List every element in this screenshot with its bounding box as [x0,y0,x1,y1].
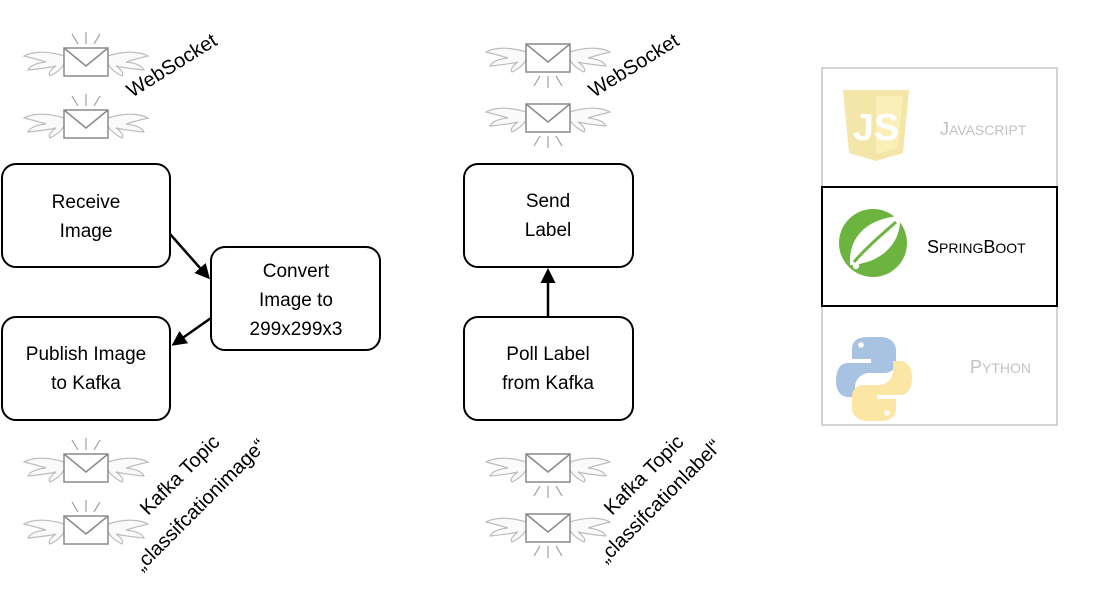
tech-item-python: PYTHON [836,337,1031,421]
tech-item-javascript: JS JAVASCRIPT [843,90,1027,161]
springboot-label: SPRINGBOOT [927,237,1026,257]
arrow-convert-to-publish [171,316,212,346]
envelope-wings-icon [23,93,149,139]
tech-item-springboot: SPRINGBOOT [821,186,1058,307]
poll-label-line1: Poll Label [506,344,589,365]
receive-image-line2: Image [60,221,113,242]
convert-image-line2: Image to [259,290,333,311]
receive-image-box: Receive Image [1,163,171,268]
middle-websocket-envelopes: WebSocket [485,29,683,149]
receive-image-line1: Receive [52,192,121,213]
poll-label-box: Poll Label from Kafka [463,316,634,421]
convert-image-box: Convert Image to 299x299x3 [210,246,381,351]
convert-image-line3: 299x299x3 [250,319,343,340]
publish-image-line2: to Kafka [51,373,121,394]
send-label-line1: Send [526,191,570,212]
envelope-wings-icon [485,513,611,559]
tech-stack-panel: JS JAVASCRIPT SPRINGBOOT PYTHON [821,67,1058,426]
javascript-label: JAVASCRIPT [940,119,1027,139]
envelope-wings-icon [485,103,611,149]
left-websocket-envelopes: WebSocket [23,29,221,139]
envelope-wings-icon [23,31,149,77]
left-kafka-envelopes: Kafka Topic „classifcationimage“ [23,431,271,576]
publish-image-line1: Publish Image [26,344,146,365]
send-label-box: Send Label [463,163,634,268]
envelope-wings-icon [23,437,149,483]
middle-kafka-envelopes: Kafka Topic „classifcationlabel“ [485,431,726,568]
python-logo-icon [836,337,912,421]
spring-leaf-icon [839,209,907,277]
python-label: PYTHON [970,357,1031,377]
arrow-receive-to-convert [169,233,210,280]
javascript-logo-icon: JS [843,90,909,161]
svg-text:JS: JS [853,107,899,149]
publish-image-box: Publish Image to Kafka [1,316,171,421]
envelope-wings-icon [485,453,611,499]
convert-image-line1: Convert [263,261,330,282]
envelope-wings-icon [23,499,149,545]
send-label-line2: Label [525,220,572,241]
poll-label-line2: from Kafka [502,373,594,394]
